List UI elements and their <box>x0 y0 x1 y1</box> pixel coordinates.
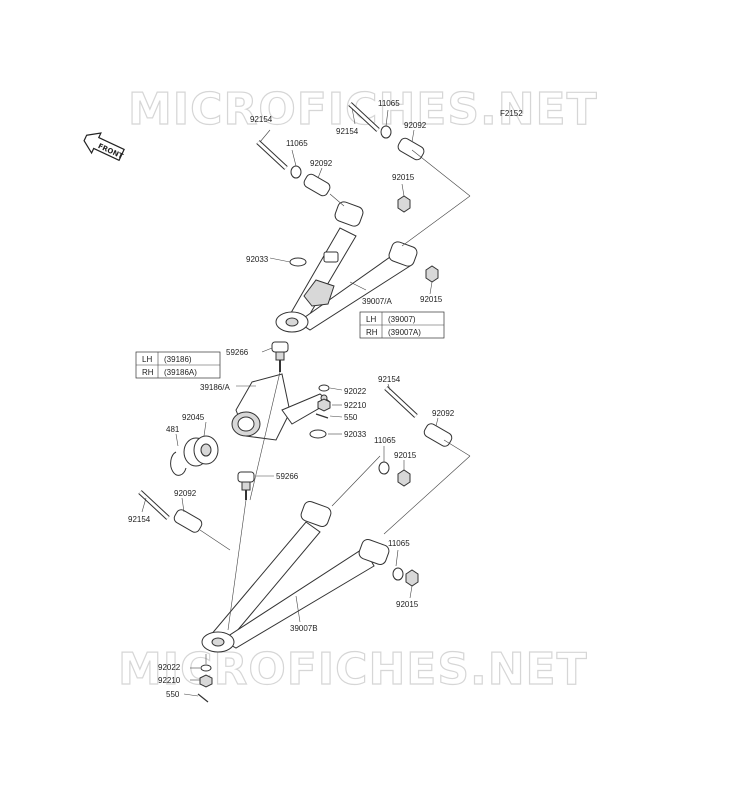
nut-92015-b <box>425 265 439 283</box>
label-92154-a: 92154 <box>250 115 273 124</box>
nut-92210-b <box>199 674 213 688</box>
label-92015-a: 92015 <box>392 173 415 182</box>
front-arrow-icon: FRONT <box>83 132 125 162</box>
label-550-a: 550 <box>344 413 358 422</box>
label-92154-c: 92154 <box>378 375 401 384</box>
upper-arm-table: LH (39007) RH (39007A) <box>359 311 445 339</box>
label-92033-a: 92033 <box>246 255 269 264</box>
washer-11065-c <box>378 461 390 475</box>
washer-11065-b <box>380 125 392 139</box>
cotter-pin-550-a <box>315 413 329 419</box>
washer-11065-a <box>290 165 302 179</box>
lower-bolt-92154-c <box>384 386 418 418</box>
watermark-bottom: MICROFICHES.NET <box>118 644 588 695</box>
upper-bolt-92154-a <box>256 140 288 170</box>
label-92092-a: 92092 <box>310 159 333 168</box>
washer-92022-b <box>200 664 212 672</box>
label-39186A: 39186/A <box>200 383 230 392</box>
knuckle-table-lh: LH <box>142 355 152 364</box>
upper-table-lh: LH <box>366 315 376 324</box>
label-92033-b: 92033 <box>344 430 367 439</box>
snap-ring-481 <box>170 451 187 476</box>
label-39007B: 39007B <box>290 624 318 633</box>
upper-table-lh-part: (39007) <box>388 315 416 324</box>
ball-joint-59266-a <box>271 341 289 372</box>
upper-table-rh-part: (39007A) <box>388 328 421 337</box>
lower-a-arm <box>201 501 390 653</box>
label-59266-a: 59266 <box>226 348 249 357</box>
knuckle-table-rh-part: (39186A) <box>164 368 197 377</box>
bushing-92092-b <box>397 137 425 161</box>
label-92015-b: 92015 <box>420 295 443 304</box>
nut-92015-c <box>397 469 411 487</box>
nut-92210-a <box>317 398 331 412</box>
washer-11065-d <box>392 567 404 581</box>
steering-knuckle <box>231 373 331 441</box>
label-11065-b: 11065 <box>378 99 400 108</box>
label-550-b: 550 <box>166 690 180 699</box>
label-92154-d: 92154 <box>128 515 151 524</box>
upper-table-rh: RH <box>366 328 378 337</box>
label-11065-c: 11065 <box>374 436 396 445</box>
label-92045: 92045 <box>182 413 205 422</box>
label-92154-b: 92154 <box>336 127 359 136</box>
label-39007A: 39007/A <box>362 297 392 306</box>
label-92022-b: 92022 <box>158 663 181 672</box>
watermark-top: MICROFICHES.NET <box>128 84 598 135</box>
upper-a-arm <box>275 201 418 333</box>
bushing-92092-d <box>173 509 203 533</box>
nut-92015-d <box>405 569 419 587</box>
label-11065-d: 11065 <box>388 539 410 548</box>
label-92092-b: 92092 <box>404 121 427 130</box>
nut-92015-a <box>397 195 411 213</box>
bushing-92092-c <box>423 423 453 447</box>
circlip-92033-b <box>309 429 327 439</box>
label-59266-b: 59266 <box>276 472 299 481</box>
label-92210-a: 92210 <box>344 401 367 410</box>
leader-lines <box>141 107 471 697</box>
bearing-92045 <box>183 435 219 467</box>
label-11065-a: 11065 <box>286 139 308 148</box>
diagram-code: F2152 <box>500 109 523 118</box>
label-92210-b: 92210 <box>158 676 181 685</box>
label-92092-c: 92092 <box>432 409 455 418</box>
cotter-pin-550-b <box>197 693 209 703</box>
ball-joint-59266-b <box>237 471 255 500</box>
label-92015-d: 92015 <box>396 600 419 609</box>
knuckle-table-rh: RH <box>142 368 154 377</box>
label-481: 481 <box>166 425 180 434</box>
label-92015-c: 92015 <box>394 451 417 460</box>
label-92092-d: 92092 <box>174 489 197 498</box>
label-92022-a: 92022 <box>344 387 367 396</box>
circlip-92033-a <box>289 257 307 267</box>
lower-bolt-92154-d <box>138 490 170 520</box>
washer-92022-a <box>318 384 330 392</box>
knuckle-table: LH (39186) RH (39186A) <box>135 351 221 379</box>
upper-bolt-92154-b <box>348 102 380 132</box>
knuckle-table-lh-part: (39186) <box>164 355 192 364</box>
bushing-92092-a <box>303 173 331 197</box>
